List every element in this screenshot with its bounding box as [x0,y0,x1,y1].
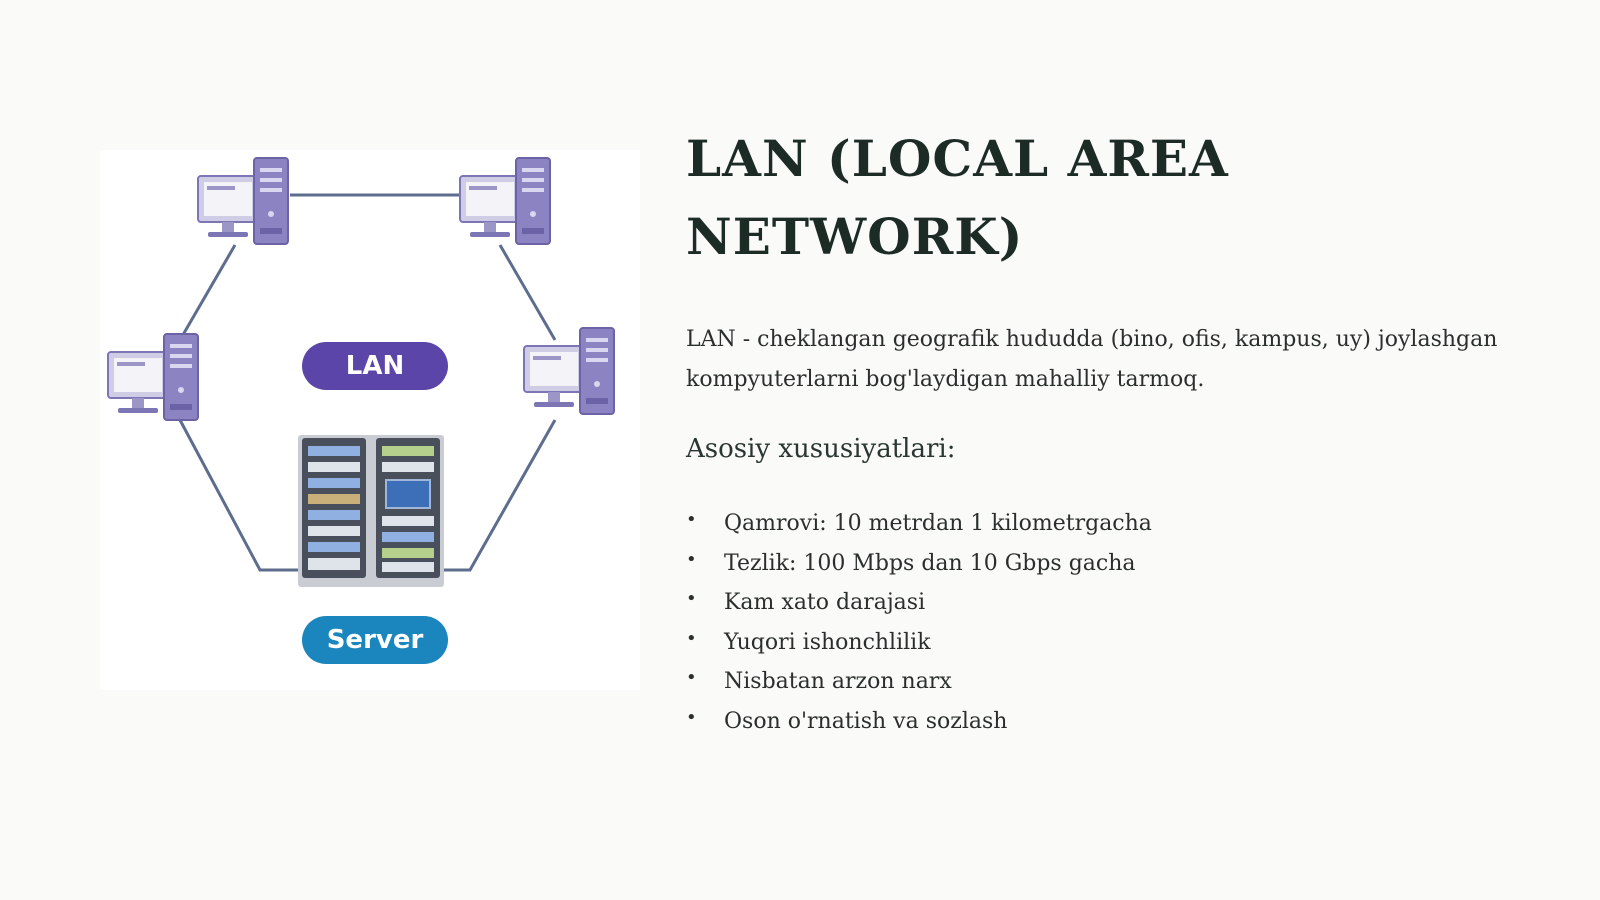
feature-text: Nisbatan arzon narx [724,669,952,694]
feature-text: Kam xato darajasi [724,590,926,615]
feature-item: • Yuqori ishonchlilik [686,623,1526,663]
network-topology-diagram [107,157,615,587]
bullet-icon: • [686,667,697,688]
slide-title: LAN (LOCAL AREA NETWORK) [686,129,1229,266]
feature-item: • Oson o'rnatish va sozlash [686,702,1526,742]
features-list: • Qamrovi: 10 metrdan 1 kilometrgacha • Te… [686,504,1526,741]
bullet-icon: • [686,627,697,649]
lan-diagram: LAN Server [100,150,640,690]
features-heading: Asosiy xususiyatlari: [686,434,956,464]
slide-content: LAN (LOCAL AREA NETWORK) LAN - cheklanga… [686,120,1526,741]
feature-text: Yuqori ishonchlilik [724,629,931,655]
feature-item: • Kam xato darajasi [686,583,1526,623]
link-top-right [498,244,557,341]
link-bottom-left [178,419,300,572]
description: LAN - cheklangan geografik hududda (bino… [686,327,1498,392]
bullet-icon: • [686,706,697,728]
link-bottom-right [440,419,557,572]
feature-item: • Qamrovi: 10 metrdan 1 kilometrgacha [686,504,1526,544]
feature-text: Oson o'rnatish va sozlash [724,708,1008,734]
bullet-icon: • [686,588,697,609]
lan-label: LAN [302,342,448,390]
server-label: Server [302,616,448,664]
feature-text: Tezlik: 100 Mbps dan 10 Gbps gacha [724,550,1136,576]
bullet-icon: • [686,509,697,530]
feature-item: • Tezlik: 100 Mbps dan 10 Gbps gacha [686,544,1526,584]
computer-icon [107,333,199,421]
bullet-icon: • [686,548,697,570]
computer-icon [197,157,289,245]
server-rack-icon [298,435,444,587]
link-top-left [178,244,237,341]
feature-text: Qamrovi: 10 metrdan 1 kilometrgacha [724,511,1152,536]
feature-item: • Nisbatan arzon narx [686,662,1526,702]
computer-icon [459,157,551,245]
computer-icon [523,327,615,415]
